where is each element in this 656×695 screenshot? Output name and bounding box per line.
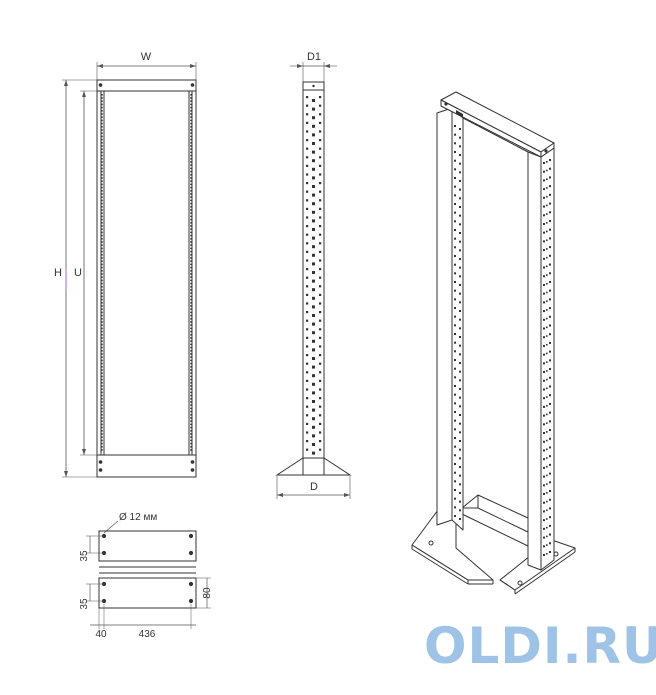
base-detail-view: Ø 12 мм 35 35 80 40	[79, 512, 213, 640]
base-plate-lower	[98, 577, 197, 609]
front-frame	[96, 79, 197, 478]
side-mounting-holes	[306, 84, 322, 455]
hole-pitch-lower: 35	[79, 598, 90, 610]
top-depth-label: D1	[307, 51, 321, 63]
hole-diameter-label: Ø 12 мм	[119, 512, 157, 523]
side-base	[275, 457, 352, 476]
front-view: W H U	[54, 51, 197, 478]
base-height-value: 80	[202, 587, 213, 599]
3d-mounting-holes	[454, 125, 551, 556]
side-view: D1 D	[275, 51, 352, 499]
usable-height-label: U	[74, 267, 82, 279]
base-depth-label: D	[310, 481, 318, 493]
height-label: H	[54, 267, 62, 279]
hole-span-value: 436	[139, 629, 156, 640]
base-plate-upper	[98, 530, 197, 562]
front-mounting-holes	[101, 94, 192, 451]
watermark-logo: OLDI.RU	[424, 617, 656, 675]
side-offset-value: 40	[95, 629, 107, 640]
hole-pitch-upper: 35	[79, 550, 90, 562]
rack-3d-view	[411, 91, 576, 595]
width-label: W	[141, 51, 152, 63]
